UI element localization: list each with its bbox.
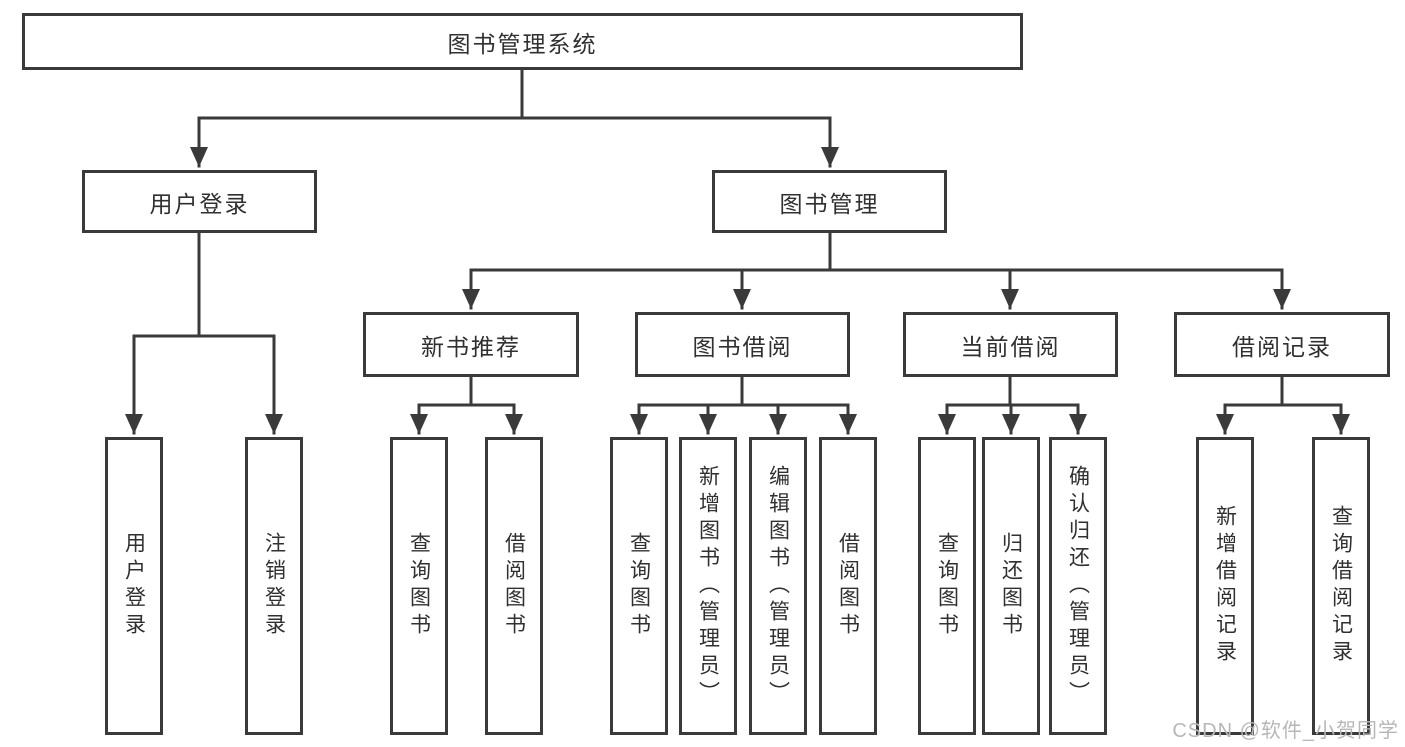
leaf-label: 编辑图书（管理员） <box>766 464 790 708</box>
leaf-label: 借阅图书 <box>502 532 526 640</box>
leaf-label: 查询借阅记录 <box>1329 505 1353 667</box>
current-borrowing-leaf-connectors <box>938 375 1087 435</box>
node-library-management-system: 图书管理系统 <box>22 13 1023 70</box>
leaf-label: 新增图书（管理员） <box>696 464 720 708</box>
leaf-add-borrowing-record: 新增借阅记录 <box>1196 437 1254 735</box>
node-current-borrowing: 当前借阅 <box>903 312 1118 377</box>
node-book-management: 图书管理 <box>712 170 947 233</box>
leaf-edit-books-admin: 编辑图书（管理员） <box>749 437 807 735</box>
node-label: 图书管理 <box>779 190 880 217</box>
leaf-label: 查询图书 <box>935 532 959 640</box>
borrowing-records-leaf-connectors <box>1216 375 1350 435</box>
node-label: 借阅记录 <box>1232 333 1332 360</box>
new-book-recommendation-leaf-connectors <box>410 375 523 435</box>
leaf-label: 查询图书 <box>407 532 431 640</box>
leaf-confirm-return-admin: 确认归还（管理员） <box>1049 437 1107 735</box>
node-label: 用户登录 <box>149 190 250 217</box>
node-label: 当前借阅 <box>960 333 1061 360</box>
leaf-return-books: 归还图书 <box>982 437 1040 735</box>
root-to-level2-connectors <box>190 68 839 168</box>
leaf-query-books-recommend: 查询图书 <box>390 437 448 735</box>
leaf-query-books-current: 查询图书 <box>918 437 976 735</box>
leaf-logout-login: 注销登录 <box>245 437 303 735</box>
leaf-user-login: 用户登录 <box>105 437 163 735</box>
leaf-label: 确认归还（管理员） <box>1066 464 1090 708</box>
leaf-label: 归还图书 <box>999 532 1023 640</box>
csdn-watermark: CSDN @软件_小贺同学 <box>1172 720 1399 742</box>
node-borrowing-records: 借阅记录 <box>1174 312 1390 377</box>
leaf-borrow-books-recommend: 借阅图书 <box>485 437 543 735</box>
leaf-label: 查询图书 <box>627 532 651 640</box>
node-book-borrowing: 图书借阅 <box>635 312 850 377</box>
book-borrowing-leaf-connectors <box>630 375 857 435</box>
leaf-label: 新增借阅记录 <box>1213 505 1237 667</box>
leaf-label: 借阅图书 <box>836 532 860 640</box>
user-login-to-leaves-connectors <box>125 231 283 435</box>
node-label: 新书推荐 <box>421 333 521 360</box>
node-new-book-recommendation: 新书推荐 <box>363 312 579 377</box>
book-management-to-level3-connectors <box>462 231 1291 310</box>
leaf-query-books-borrowing: 查询图书 <box>610 437 668 735</box>
leaf-add-books-admin: 新增图书（管理员） <box>679 437 737 735</box>
node-label: 图书借阅 <box>692 333 793 360</box>
node-user-login: 用户登录 <box>82 170 317 233</box>
leaf-label: 用户登录 <box>122 532 146 640</box>
leaf-label: 注销登录 <box>262 532 286 640</box>
leaf-query-borrowing-record: 查询借阅记录 <box>1312 437 1370 735</box>
node-label: 图书管理系统 <box>447 30 598 57</box>
leaf-borrow-books-borrowing: 借阅图书 <box>819 437 877 735</box>
